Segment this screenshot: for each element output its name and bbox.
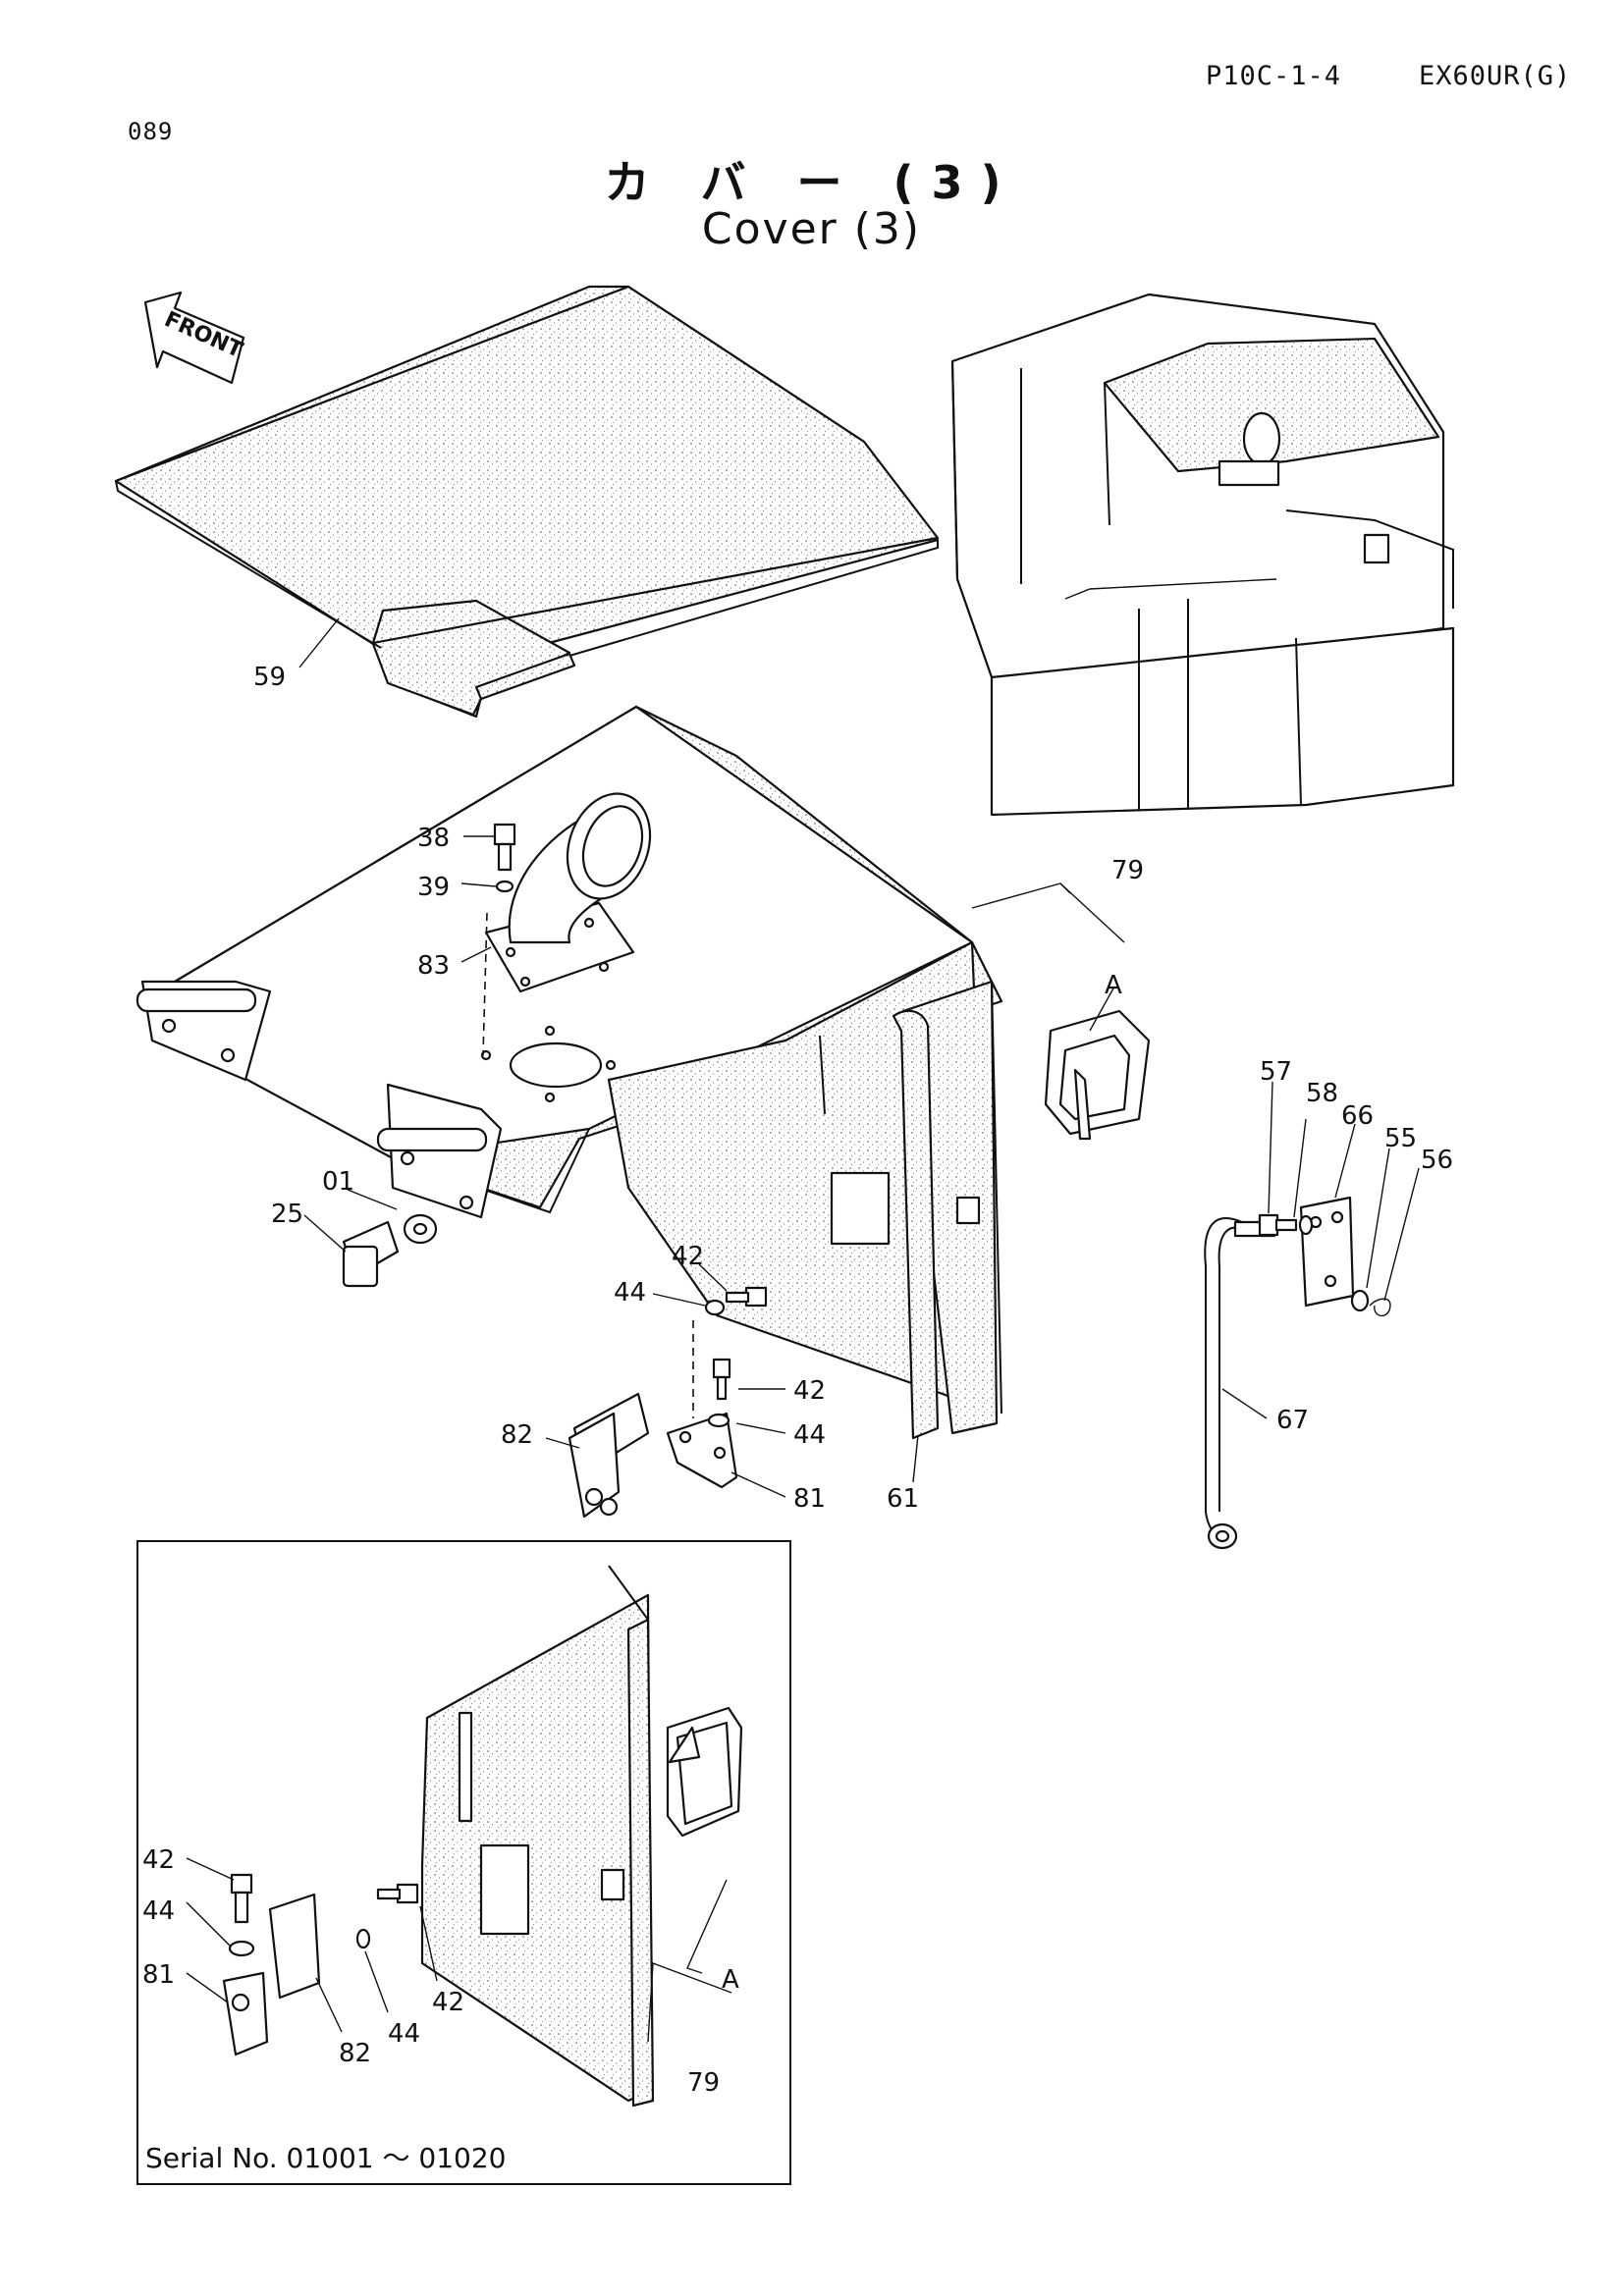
callout-42-lower: 42 <box>793 1376 826 1406</box>
leader-lines <box>298 617 1420 1498</box>
inset-callout-a: A <box>722 1965 739 1995</box>
page-code: P10C-1-4 <box>1206 61 1342 91</box>
machine-assembly-view <box>950 293 1455 817</box>
callout-57: 57 <box>1260 1057 1292 1087</box>
front-arrow-icon: FRONT <box>143 291 246 385</box>
inset-callout-44-upper: 44 <box>142 1896 175 1926</box>
callout-79: 79 <box>1111 856 1144 885</box>
callout-44-lower: 44 <box>793 1420 826 1450</box>
rod-67-assembly <box>1204 1196 1391 1550</box>
callout-44-upper: 44 <box>614 1278 646 1308</box>
callout-58: 58 <box>1306 1079 1338 1108</box>
callout-39: 39 <box>417 873 450 902</box>
callout-42-upper: 42 <box>672 1242 704 1271</box>
bolt-38-icon <box>482 823 516 1056</box>
title-english: Cover (3) <box>701 204 922 254</box>
callout-38: 38 <box>417 824 450 853</box>
callout-82: 82 <box>501 1420 533 1450</box>
callout-59: 59 <box>253 663 286 692</box>
inset-callout-81: 81 <box>142 1960 175 1990</box>
bolt-25-icon <box>342 1213 438 1288</box>
page-number: 089 <box>128 118 174 145</box>
seal-61 <box>892 1009 940 1440</box>
callout-81: 81 <box>793 1484 826 1514</box>
model-code: EX60UR(G) <box>1419 61 1572 91</box>
callout-01: 01 <box>322 1167 354 1197</box>
inset-callout-79: 79 <box>687 2068 720 2098</box>
callout-83: 83 <box>417 951 450 981</box>
exhaust-elbow-83 <box>484 792 652 993</box>
inset-callout-44-lower: 44 <box>388 2019 420 2049</box>
title-japanese: カ バ ー (3) <box>604 156 1019 209</box>
hinge-right-icon <box>376 1083 503 1219</box>
inset-callout-42-lower: 42 <box>432 1988 464 2017</box>
callout-67: 67 <box>1276 1406 1309 1435</box>
callout-a: A <box>1105 971 1122 1000</box>
callout-61: 61 <box>887 1484 919 1514</box>
serial-inset-box <box>136 1540 791 2185</box>
serial-number-label: Serial No. 01001 ～ 01020 <box>145 2142 506 2174</box>
callout-56: 56 <box>1421 1146 1453 1175</box>
bracket-81-82 <box>568 1286 768 1519</box>
callout-66: 66 <box>1341 1101 1374 1131</box>
hinge-left-icon <box>135 980 272 1082</box>
callout-25: 25 <box>271 1200 303 1229</box>
mat-59 <box>114 285 940 719</box>
stopper-a-icon <box>1044 1009 1151 1141</box>
callout-55: 55 <box>1384 1124 1417 1153</box>
inset-callout-42-upper: 42 <box>142 1845 175 1875</box>
inset-callout-82: 82 <box>339 2039 371 2068</box>
